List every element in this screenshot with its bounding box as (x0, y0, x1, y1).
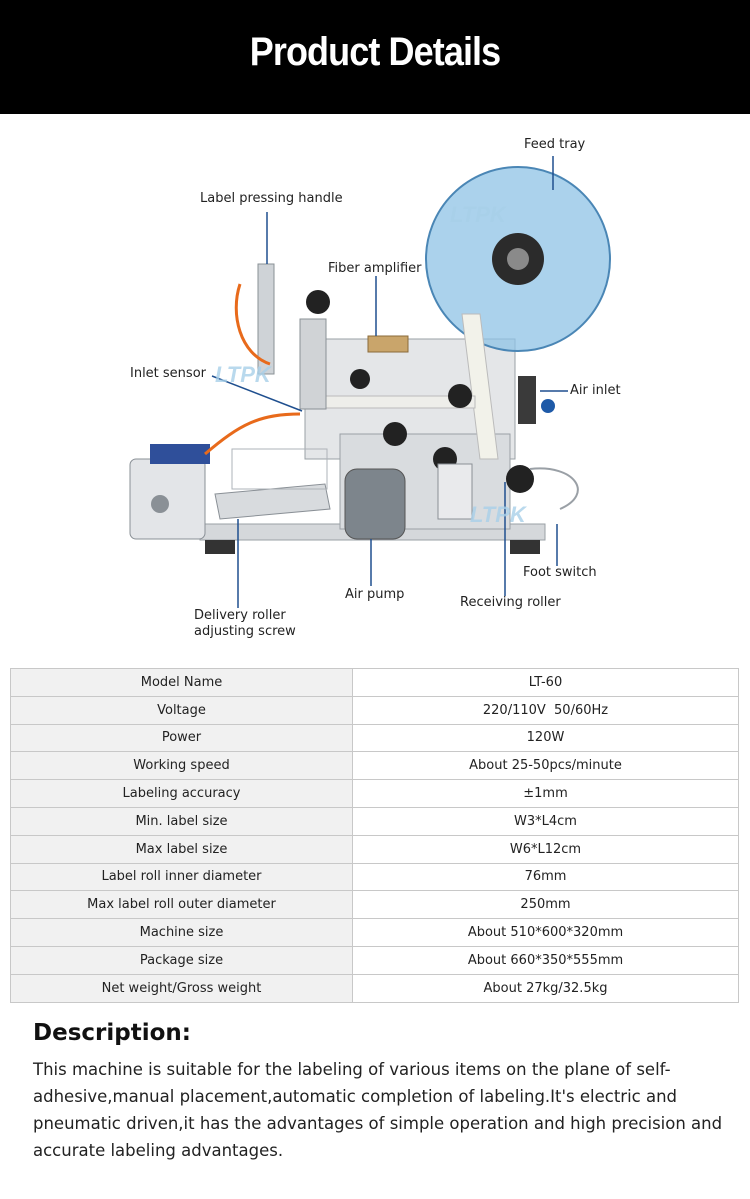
spec-value: ±1mm (352, 779, 739, 808)
spec-key: Voltage (10, 695, 353, 725)
spec-key: Label roll inner diameter (10, 862, 353, 892)
spec-key: Working speed (10, 751, 353, 781)
spec-value: About 25-50pcs/minute (352, 751, 739, 781)
page-title: Product Details (249, 30, 501, 74)
table-row: Labeling accuracy±1mm (10, 779, 739, 808)
callout-delivery-roller-line2: adjusting screw (194, 624, 296, 639)
callout-feed-tray: Feed tray (524, 137, 586, 152)
watermark-text: LTPK (215, 362, 273, 387)
callout-receiving-roller: Receiving roller (460, 595, 561, 610)
spec-value: W3*L4cm (352, 806, 739, 836)
callout-air-inlet: Air inlet (570, 383, 621, 398)
callout-fiber-amplifier: Fiber amplifier (328, 261, 422, 276)
spec-value: 250mm (352, 890, 739, 920)
machine-illustration: LTPK LTPK LTPK (129, 156, 611, 608)
spec-key: Machine size (10, 918, 353, 947)
callout-label-pressing-handle: Label pressing handle (200, 191, 343, 206)
spec-value: W6*L12cm (352, 834, 739, 864)
spec-value: 220/110V 50/60Hz (352, 695, 739, 725)
spec-key: Max label size (10, 834, 353, 864)
watermark-text: LTPK (470, 502, 528, 527)
spec-key: Min. label size (10, 806, 353, 836)
description-text: This machine is suitable for the labelin… (33, 1060, 723, 1160)
callout-foot-switch: Foot switch (523, 565, 597, 580)
spec-key: Max label roll outer diameter (10, 890, 353, 920)
spec-value: About 660*350*555mm (352, 945, 739, 975)
callout-inlet-sensor: Inlet sensor (130, 366, 206, 381)
spec-value: 76mm (352, 862, 739, 892)
callout-delivery-roller: Delivery roller (194, 608, 286, 623)
machine-diagram: LTPK LTPK LTPK Feed tray Label pressing … (0, 114, 750, 654)
header-banner: Product Details (0, 0, 750, 114)
spec-key: Model Name (10, 668, 353, 697)
spec-value: About 27kg/32.5kg (352, 973, 739, 1003)
spec-key: Labeling accuracy (10, 779, 353, 808)
spec-value: LT-60 (352, 668, 739, 697)
spec-value: 120W (352, 723, 739, 753)
description-title: Description: (33, 1020, 191, 1046)
watermark-text: LTPK (450, 202, 508, 227)
spec-key: Package size (10, 945, 353, 975)
callout-air-pump: Air pump (345, 587, 405, 602)
spec-key: Net weight/Gross weight (10, 973, 353, 1003)
spec-key: Power (10, 723, 353, 753)
spec-value: About 510*600*320mm (352, 918, 739, 947)
